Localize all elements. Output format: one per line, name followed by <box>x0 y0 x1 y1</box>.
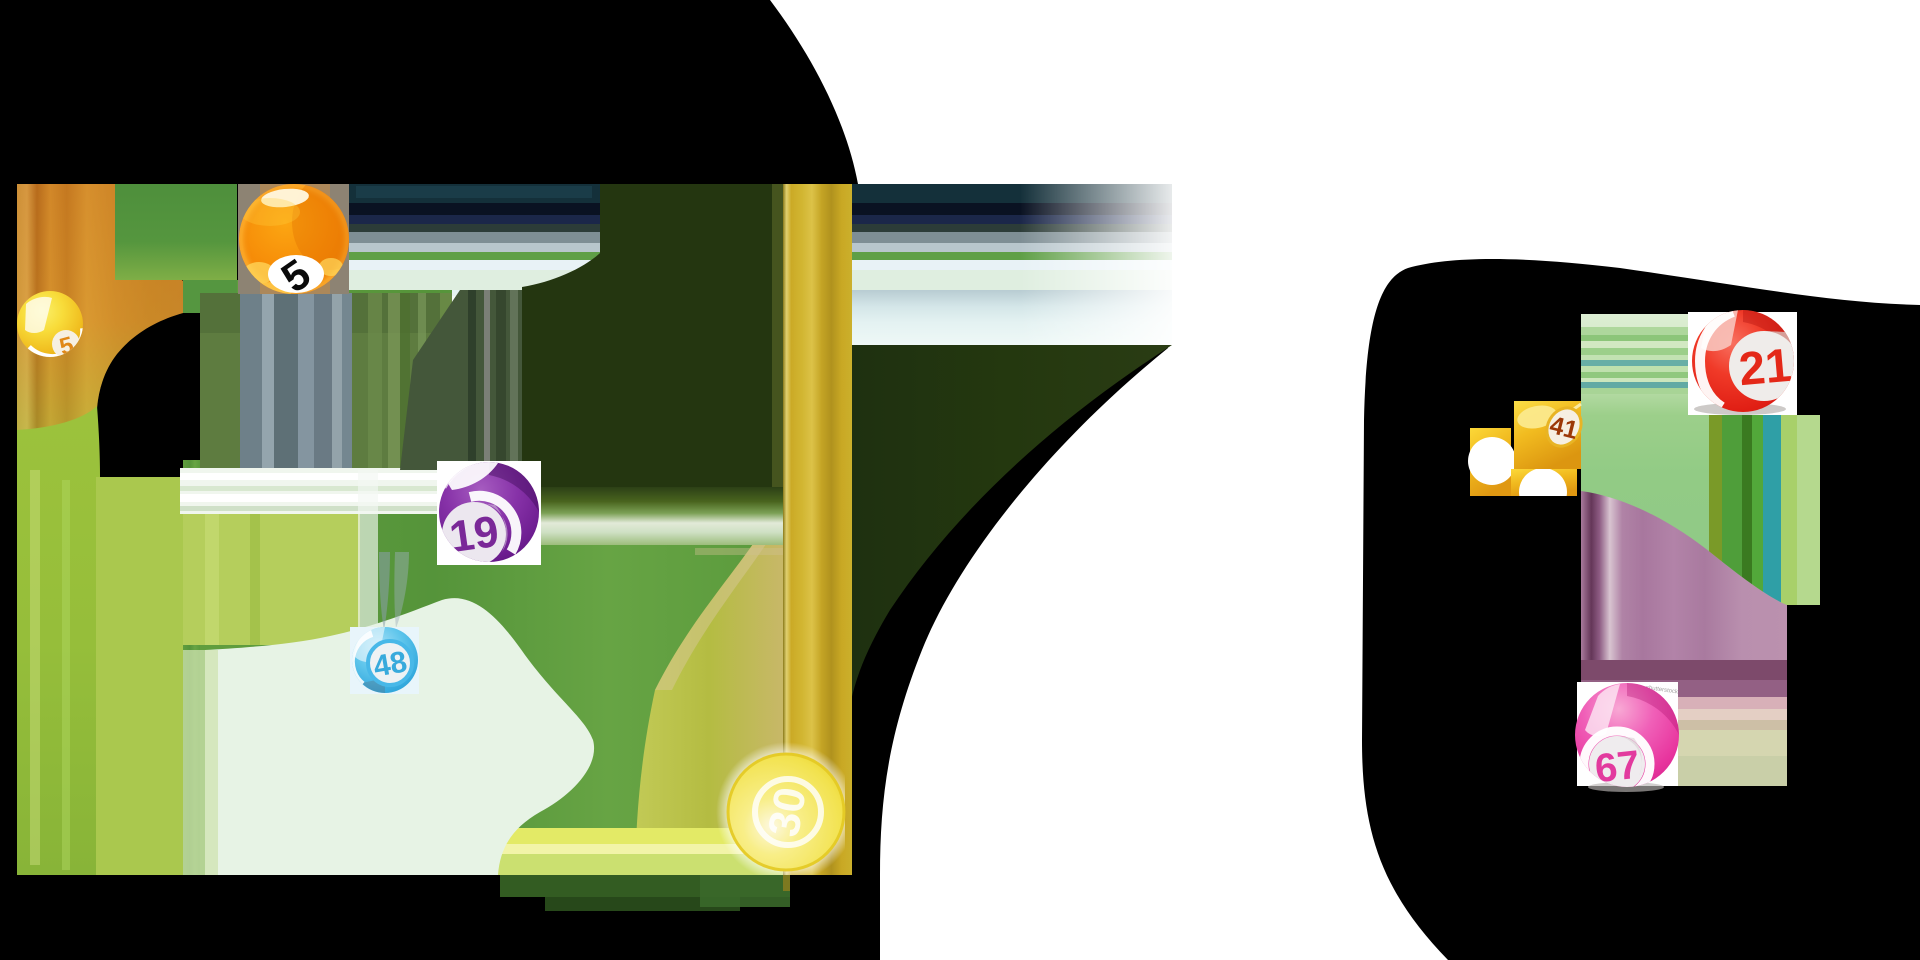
svg-text:30: 30 <box>759 784 816 841</box>
svg-text:41: 41 <box>1547 411 1581 445</box>
svg-text:shutterstock: shutterstock <box>1645 685 1679 696</box>
svg-text:48: 48 <box>371 645 410 683</box>
svg-text:21: 21 <box>1737 338 1794 395</box>
svg-text:67: 67 <box>1593 743 1642 791</box>
